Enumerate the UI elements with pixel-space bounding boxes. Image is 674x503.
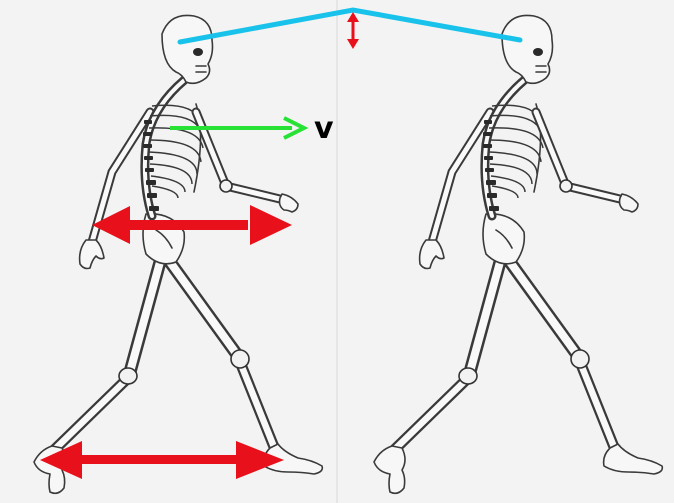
- velocity-label: v: [314, 111, 334, 146]
